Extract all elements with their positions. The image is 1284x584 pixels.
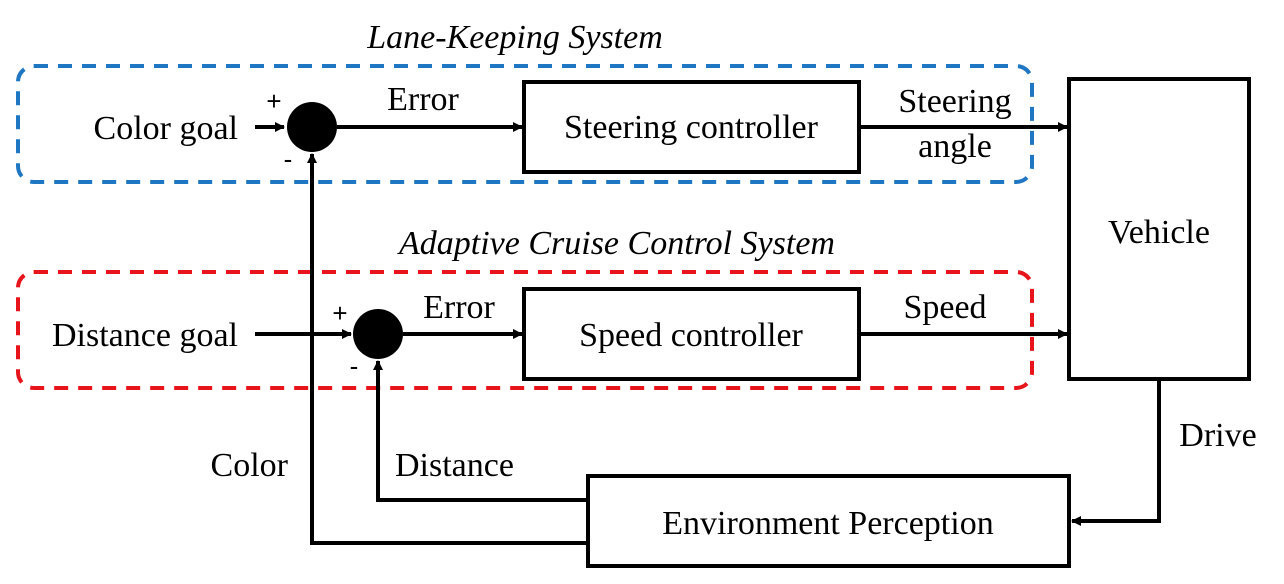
lane-keeping-title: Lane-Keeping System [366, 19, 663, 56]
steering-controller-label: Steering controller [564, 109, 819, 146]
lane-error-label: Error [387, 81, 459, 118]
lane-summing-junction [287, 102, 337, 152]
color-goal-label: Color goal [94, 110, 238, 147]
vehicle-label: Vehicle [1108, 214, 1210, 251]
color-feedback-arrow [307, 153, 588, 545]
speed-label: Speed [903, 289, 986, 326]
lane-plus-sign: + [266, 86, 281, 116]
acc-minus-sign: - [350, 351, 359, 381]
acc-error-label: Error [423, 289, 495, 326]
steering-angle-label-line2: angle [918, 128, 992, 165]
acc-plus-sign: + [332, 298, 347, 328]
adaptive-cruise-group-border [16, 270, 1034, 390]
distance-feedback-label: Distance [395, 447, 514, 484]
drive-arrow [1071, 379, 1161, 526]
adaptive-cruise-title: Adaptive Cruise Control System [397, 225, 835, 262]
steering-controller-box [522, 80, 861, 174]
distance-goal-label: Distance goal [52, 317, 238, 354]
speed-controller-label: Speed controller [579, 317, 803, 354]
environment-perception-box [586, 474, 1071, 568]
speed-controller-box [522, 287, 861, 381]
lane-minus-sign: - [284, 144, 293, 174]
lane-keeping-group-border [16, 64, 1034, 184]
color-feedback-label: Color [211, 447, 289, 484]
environment-perception-label: Environment Perception [662, 505, 993, 542]
steering-angle-label-line1: Steering [898, 83, 1011, 120]
drive-label: Drive [1179, 417, 1256, 454]
distance-feedback-arrow [373, 360, 588, 502]
acc-summing-junction [353, 309, 403, 359]
